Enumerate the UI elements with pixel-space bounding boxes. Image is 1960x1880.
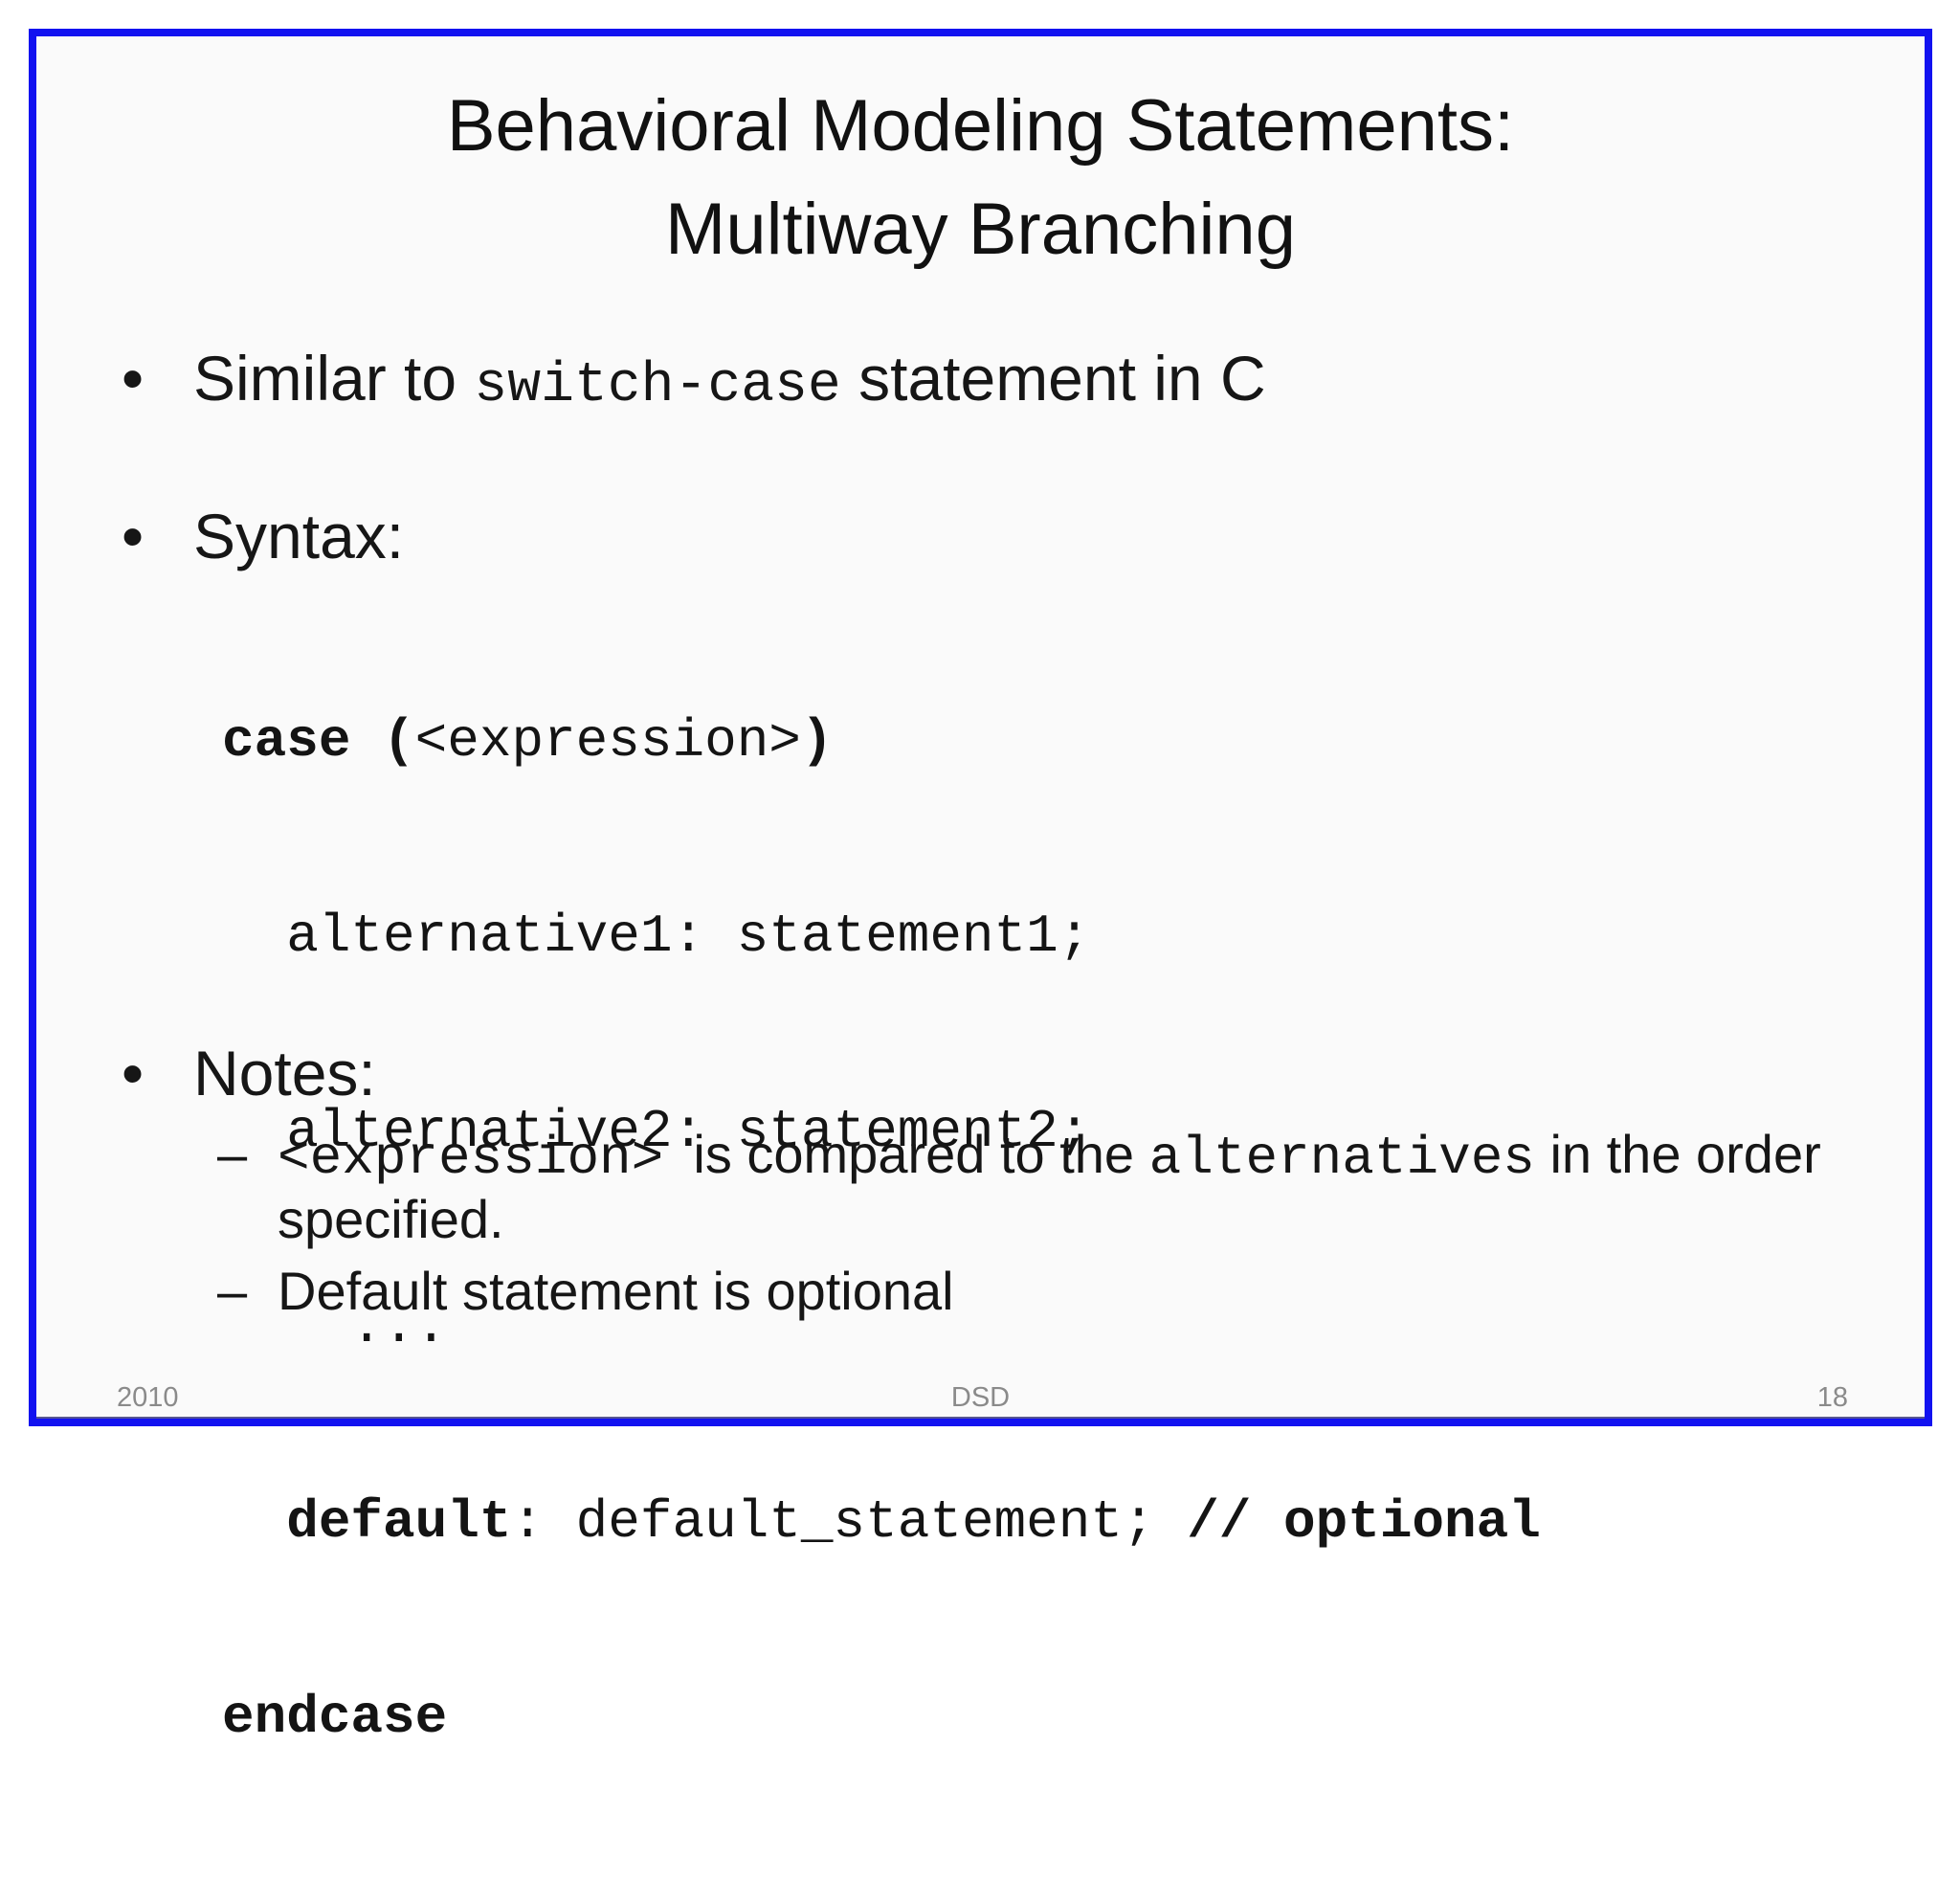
note-item-expression: – <expression> is compared to the altern… (217, 1124, 1863, 1249)
code-line: alternative1: statement1; (222, 904, 1541, 969)
text-segment: statement in C (840, 343, 1266, 414)
code-text: alternative1: statement1; (222, 906, 1091, 967)
code-line: ... (222, 1294, 1541, 1359)
code-text: : default_statement; (511, 1491, 1188, 1553)
code-line: alternative2: statement2; (222, 1099, 1541, 1164)
bullet-dot: • (122, 501, 145, 571)
bullet-similar-text: Similar to switch-case statement in C (193, 343, 1266, 417)
code-paren: ) (800, 710, 834, 772)
dash-marker: – (217, 1124, 248, 1184)
text-segment: in the order (1534, 1124, 1821, 1184)
code-comment-optional: // optional (1187, 1491, 1541, 1553)
title-line-1: Behavioral Modeling Statements: (446, 85, 1515, 167)
bullet-dot: • (122, 343, 145, 414)
code-line: endcase (222, 1685, 1541, 1750)
dash-marker: – (217, 1261, 248, 1321)
border-inner-edge (36, 1417, 1925, 1419)
code-text: ... (222, 1296, 448, 1357)
bullet-syntax: • Syntax: (122, 498, 404, 574)
code-text: <expression> (414, 710, 801, 772)
text-segment: Similar to (193, 343, 475, 414)
bullet-dot: • (122, 1038, 145, 1108)
slide-footer: 2010 DSD 18 (36, 1381, 1925, 1414)
footer-page-number: 18 (1816, 1382, 1848, 1413)
note-item-default: – Default statement is optional (217, 1261, 1863, 1321)
title-line-2: Multiway Branching (665, 189, 1296, 270)
code-inline-switch-case: switch-case (474, 355, 841, 417)
slide: Behavioral Modeling Statements: Multiway… (29, 29, 1932, 1748)
text-segment: specified. (278, 1189, 504, 1249)
bullet-similar: • Similar to switch-case statement in C (122, 340, 1266, 425)
footer-date: 2010 (117, 1382, 179, 1413)
code-text: alternative2: statement2; (222, 1101, 1091, 1162)
code-inline-alternatives: alternatives (1148, 1128, 1535, 1189)
bullet-notes-label: Notes: (193, 1038, 376, 1108)
code-line: case (<expression>) (222, 708, 1541, 773)
code-text (222, 1491, 286, 1553)
keyword-default: default (286, 1491, 512, 1553)
bullet-notes: • Notes: (122, 1035, 376, 1111)
keyword-case: case ( (222, 710, 415, 772)
notes-list: – <expression> is compared to the altern… (217, 1124, 1863, 1332)
page-title: Behavioral Modeling Statements: Multiway… (36, 75, 1925, 281)
note-text: <expression> is compared to the alternat… (278, 1124, 1821, 1249)
footer-title: DSD (950, 1382, 1011, 1413)
code-line: default: default_statement; // optional (222, 1489, 1541, 1555)
text-segment: is compared to the (663, 1124, 1149, 1184)
note-text: Default statement is optional (278, 1261, 954, 1321)
keyword-endcase: endcase (222, 1687, 448, 1748)
code-inline-expression: <expression> (278, 1128, 664, 1189)
bullet-syntax-label: Syntax: (193, 501, 405, 571)
